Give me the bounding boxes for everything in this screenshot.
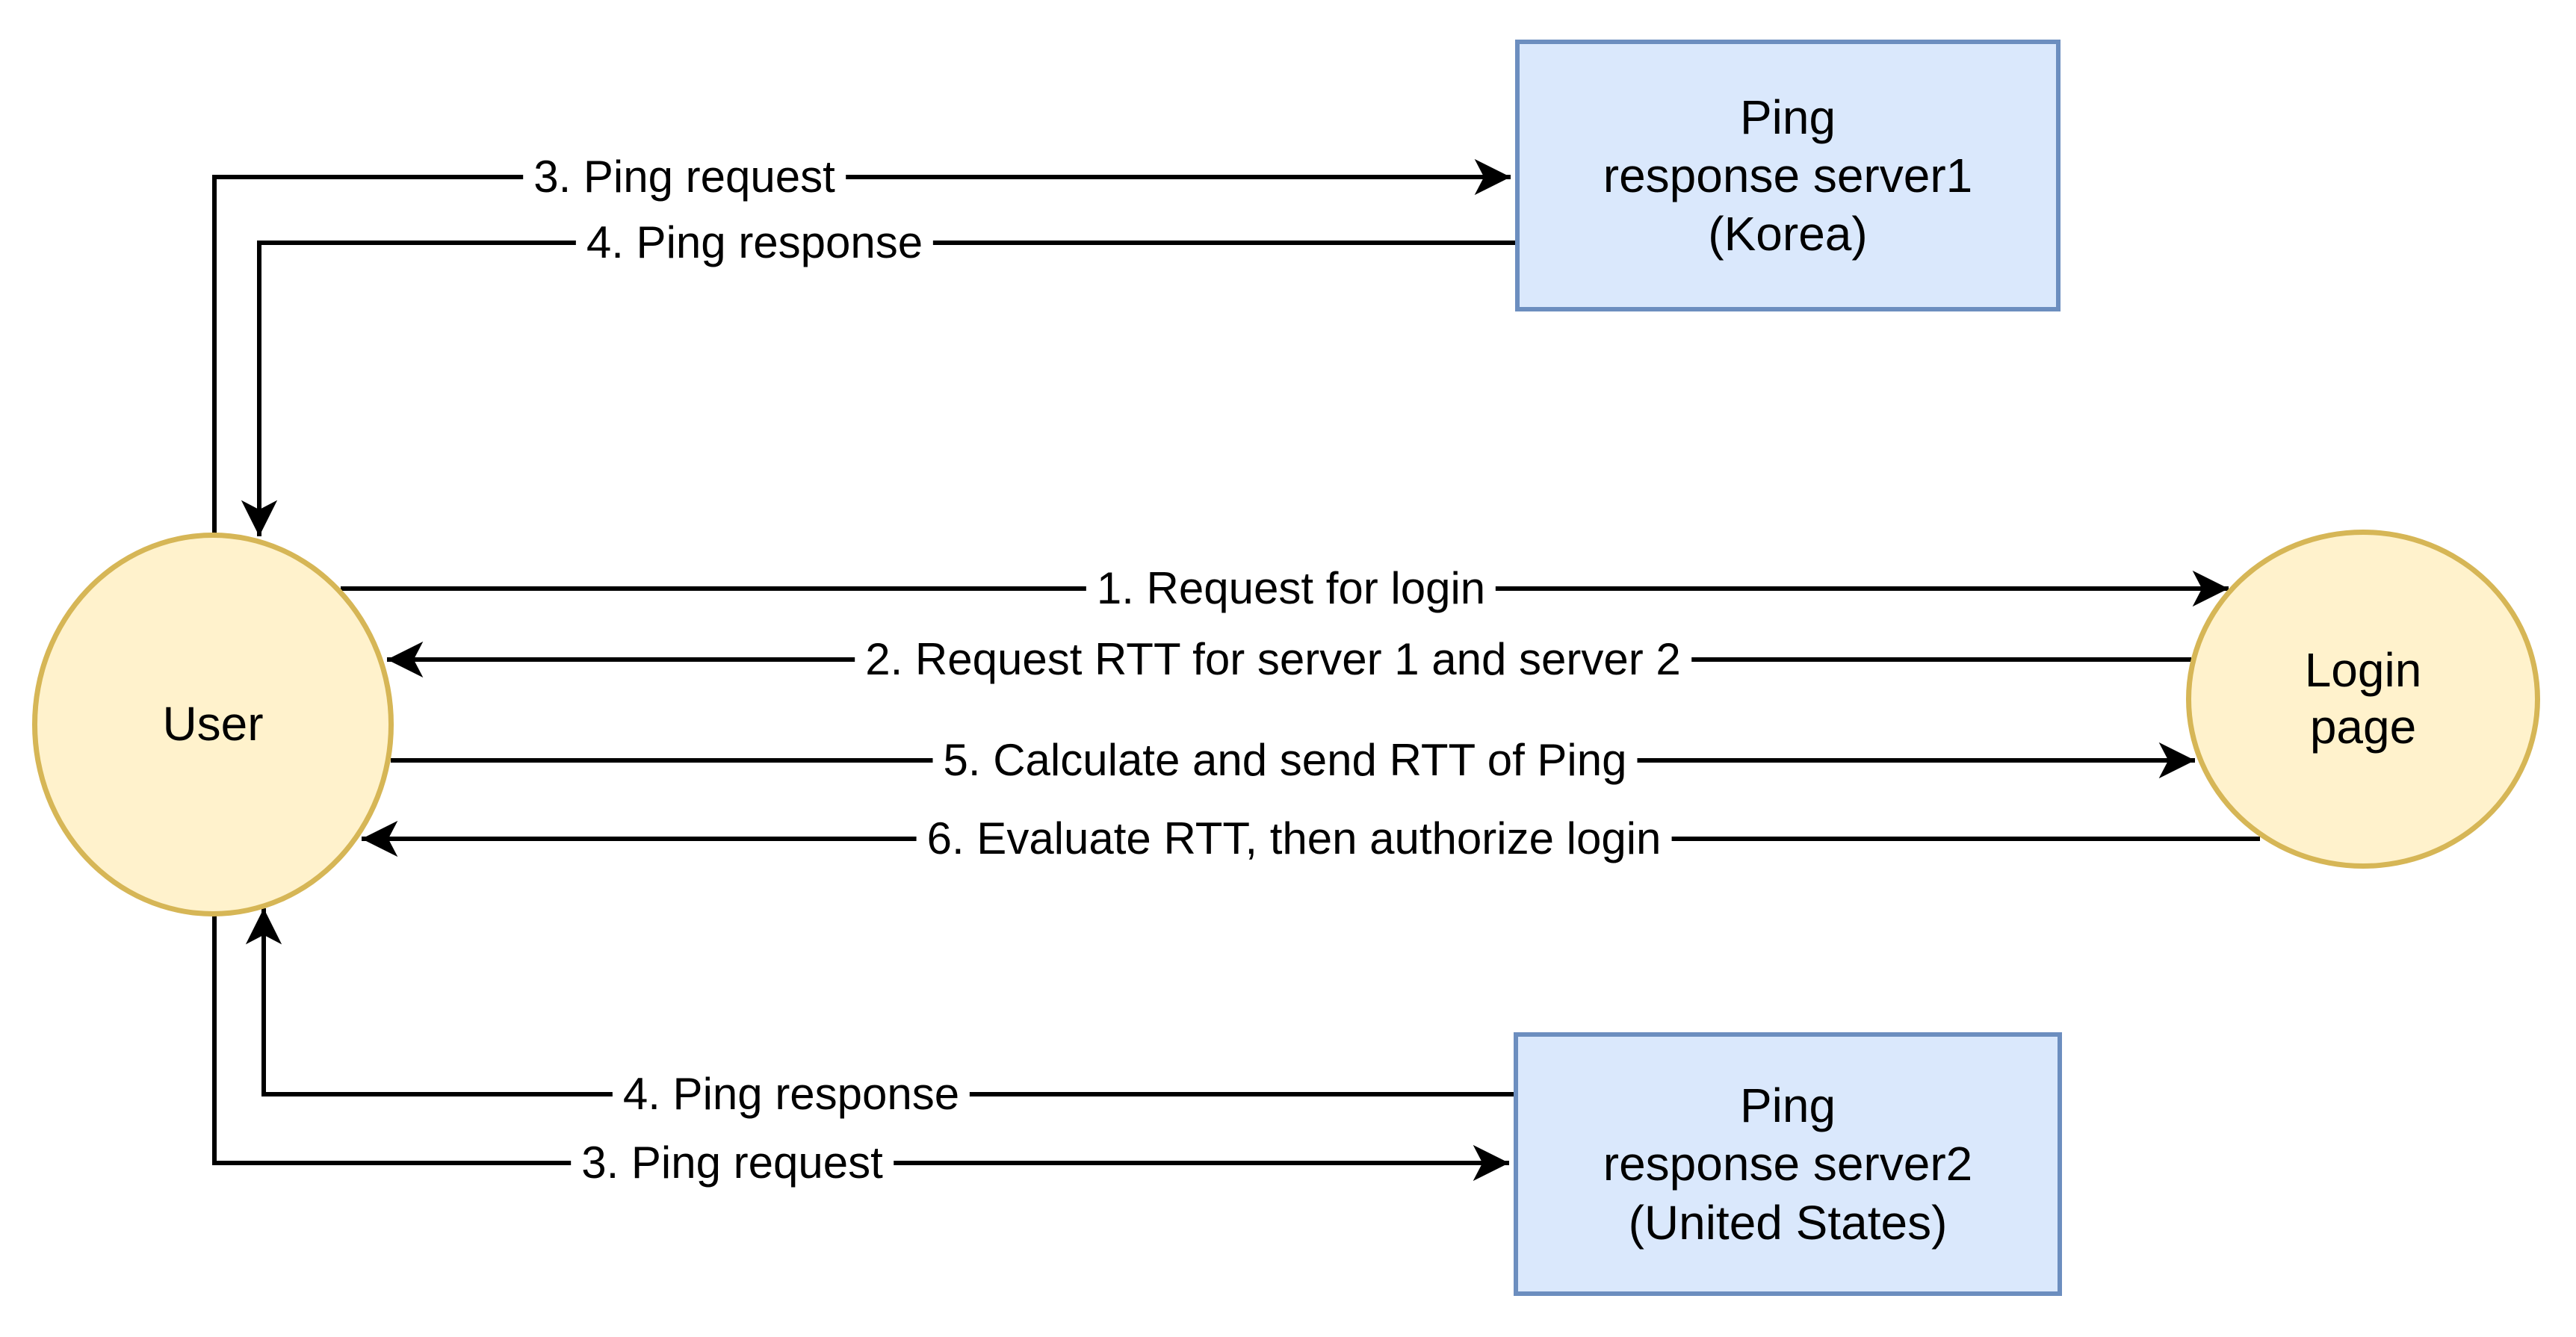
ping-response-server1-node: Ping response server1 (Korea) [1515, 40, 2061, 311]
edge-label-ping-request-server2: 3. Ping request [571, 1135, 894, 1191]
edge-label-evaluate-rtt: 6. Evaluate RTT, then authorize login [916, 811, 1672, 866]
edge-label-request-rtt: 2. Request RTT for server 1 and server 2 [855, 632, 1691, 687]
edge-ping-request-server1 [212, 158, 1511, 534]
login-page-node: Login page [2186, 530, 2540, 869]
ping-response-server2-node: Ping response server2 (United States) [1514, 1032, 2062, 1296]
edge-label-ping-response-server2: 4. Ping response [612, 1067, 970, 1122]
edge-ping-request-server2 [212, 914, 1509, 1182]
edge-ping-response-server1 [241, 241, 1515, 536]
edge-label-ping-response-server1: 4. Ping response [575, 215, 934, 270]
user-node: User [32, 533, 394, 916]
edge-label-ping-request-server1: 3. Ping request [523, 149, 846, 205]
edge-label-calculate-send-rtt: 5. Calculate and send RTT of Ping [932, 733, 1638, 788]
edge-ping-response-server2 [245, 908, 1514, 1096]
edge-label-request-for-login: 1. Request for login [1086, 561, 1496, 616]
